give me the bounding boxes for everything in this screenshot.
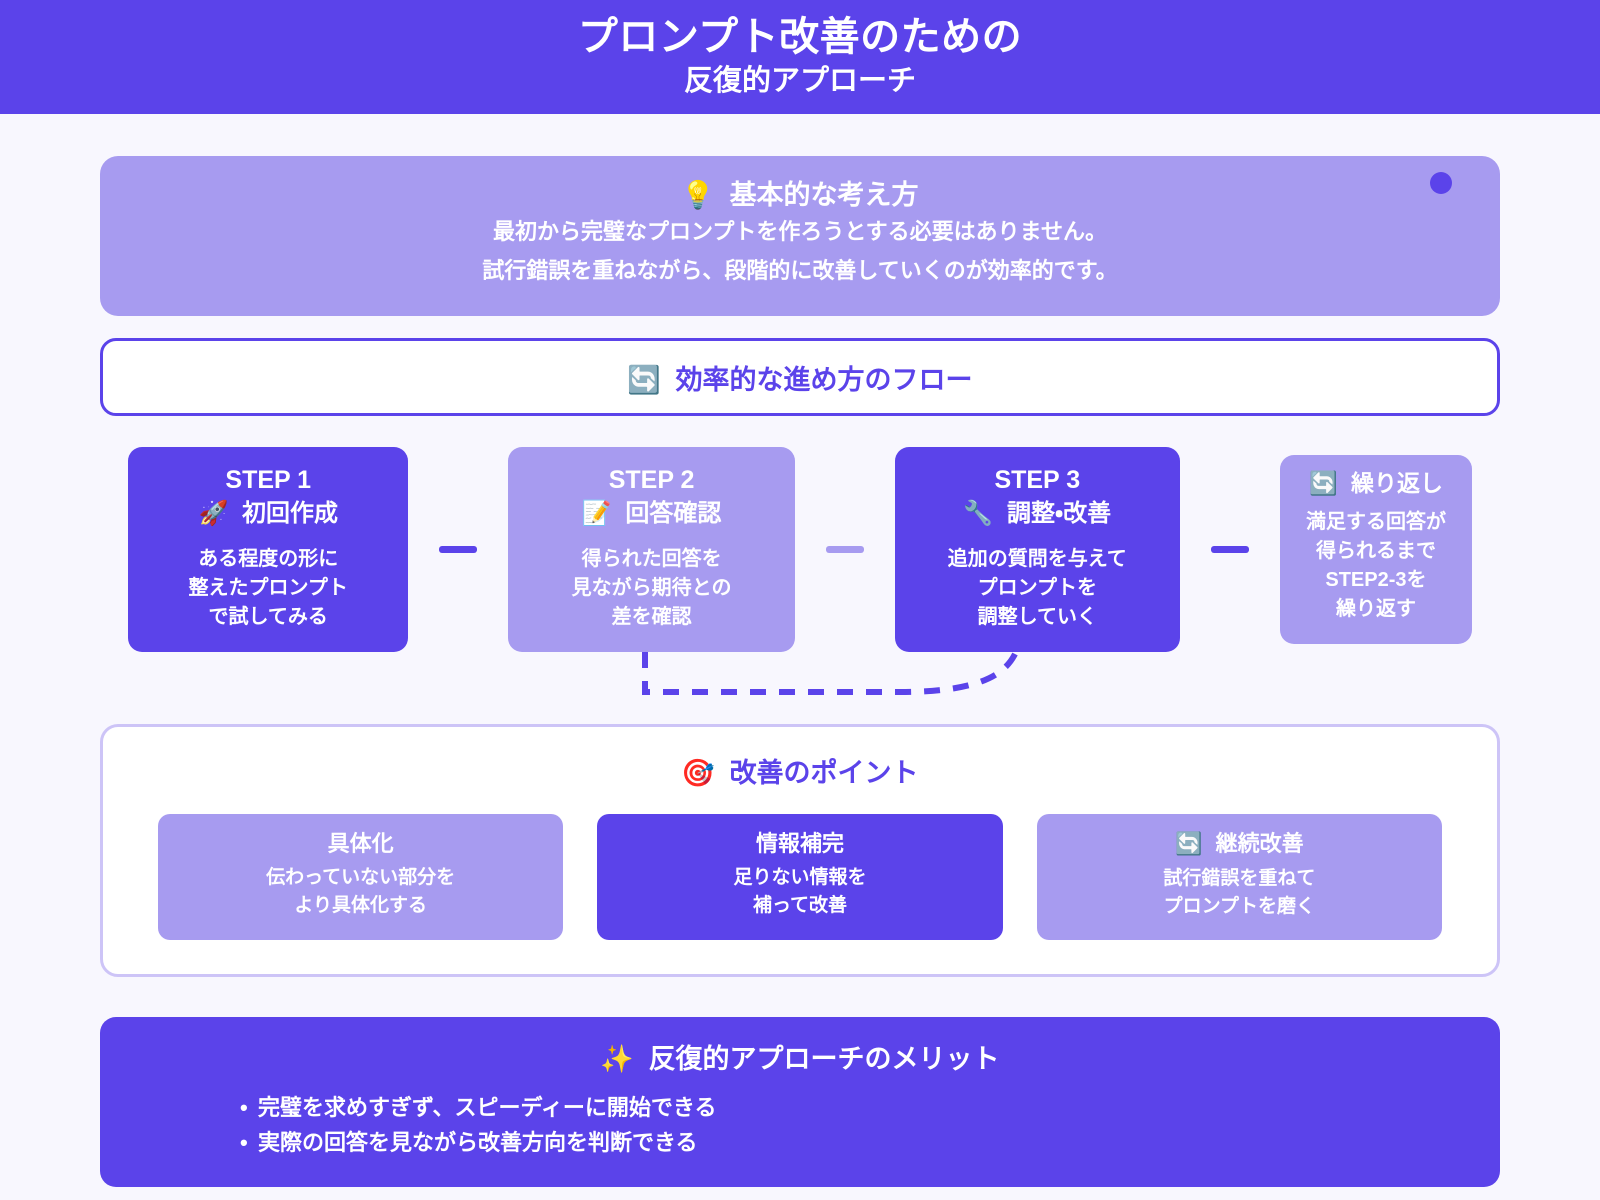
merits-title-row: ✨ 反復的アプローチのメリット — [130, 1037, 1470, 1076]
step-3-desc-line-1: 追加の質問を与えて — [947, 547, 1127, 570]
memo-icon: 📝 — [581, 499, 612, 528]
points-title: 改善のポイント — [729, 757, 919, 788]
step-1-desc-line-1: ある程度の形に — [198, 547, 339, 570]
step-2-desc-line-3: 差を確認 — [611, 605, 692, 628]
step-2-number: STEP 2 — [608, 466, 695, 495]
step-3-number: STEP 3 — [994, 466, 1081, 495]
decorative-dot — [1430, 172, 1452, 194]
point-3-name-row: 🔄 継続改善 — [1047, 830, 1432, 860]
repeat-desc-line-3: STEP2-3を — [1325, 568, 1427, 591]
concept-card: 💡 基本的な考え方 最初から完璧なプロンプトを作ろうとする必要はありません。 試… — [100, 156, 1500, 317]
step-1-desc-line-2: 整えたプロンプト — [188, 576, 348, 599]
refresh-cycle-icon: 🔄 — [1308, 470, 1338, 497]
step-2-desc-line-1: 得られた回答を — [581, 547, 722, 570]
point-2-desc: 足りない情報を 補って改善 — [607, 864, 992, 919]
step-2-desc-line-2: 見ながら期待との — [571, 576, 732, 599]
merit-item-1: 完璧を求めすぎず、スピーディーに開始できる — [240, 1090, 1470, 1125]
point-3-desc-line-2: プロンプトを磨く — [1163, 895, 1316, 917]
flow-header-title-row: 🔄 効率的な進め方のフロー — [627, 358, 972, 397]
concept-line-1: 最初から完璧なプロンプトを作ろうとする必要はありません。 — [492, 219, 1108, 245]
point-3-name: 継続改善 — [1215, 830, 1304, 856]
page-header: プロンプト改善のための 反復的アプローチ — [0, 0, 1600, 114]
point-1-desc: 伝わっていない部分を より具体化する — [168, 864, 553, 919]
step-card-2[interactable]: STEP 2 📝 回答確認 得られた回答を 見ながら期待との 差を確認 — [508, 447, 795, 652]
point-1-desc-line-2: より具体化する — [294, 894, 427, 916]
sparkles-icon: ✨ — [600, 1044, 635, 1076]
flow-header-card: 🔄 効率的な進め方のフロー — [100, 338, 1500, 417]
merits-section: ✨ 反復的アプローチのメリット 完璧を求めすぎず、スピーディーに開始できる 実際… — [100, 1017, 1500, 1187]
point-3-desc: 試行錯誤を重ねて プロンプトを磨く — [1047, 865, 1432, 920]
repeat-desc-line-4: 繰り返す — [1335, 597, 1416, 620]
feedback-loop-arrow — [642, 651, 1018, 695]
point-2-name: 情報補完 — [755, 830, 844, 856]
points-section: 🎯 改善のポイント 具体化 伝わっていない部分を より具体化する 情報補完 足り… — [100, 723, 1500, 978]
repeat-card[interactable]: 🔄 繰り返し 満足する回答が 得られるまで STEP2-3を 繰り返す — [1279, 454, 1472, 644]
repeat-title: 繰り返し — [1350, 469, 1443, 496]
page-title: プロンプト改善のための — [577, 14, 1023, 59]
feedback-loop-wrap — [100, 651, 1500, 708]
step-2-name: 回答確認 — [625, 500, 722, 528]
concept-title-row: 💡 基本的な考え方 — [130, 178, 1470, 213]
step-card-3[interactable]: STEP 3 🔧 調整・改善 追加の質問を与えて プロンプトを 調整していく — [894, 447, 1180, 652]
step-3-desc: 追加の質問を与えて プロンプトを 調整していく — [905, 545, 1170, 632]
wrench-icon: 🔧 — [963, 499, 994, 528]
lightbulb-icon: 💡 — [681, 180, 716, 211]
step-1-desc: ある程度の形に 整えたプロンプト で試してみる — [138, 545, 398, 632]
steps-row: STEP 1 🚀 初回作成 ある程度の形に 整えたプロンプト で試してみる ST… — [100, 447, 1500, 652]
concept-title: 基本的な考え方 — [729, 180, 919, 210]
step-3-desc-line-2: プロンプトを — [977, 576, 1097, 599]
step-card-1[interactable]: STEP 1 🚀 初回作成 ある程度の形に 整えたプロンプト で試してみる — [128, 447, 409, 652]
repeat-desc: 満足する回答が 得られるまで STEP2-3を 繰り返す — [1290, 508, 1462, 624]
points-row: 具体化 伝わっていない部分を より具体化する 情報補完 足りない情報を 補って改… — [158, 813, 1442, 941]
repeat-title-row: 🔄 繰り返し — [1290, 469, 1462, 500]
points-title-row: 🎯 改善のポイント — [158, 751, 1442, 790]
point-card-1[interactable]: 具体化 伝わっていない部分を より具体化する — [158, 813, 564, 941]
repeat-desc-line-2: 得られるまで — [1315, 539, 1436, 562]
connector-1-2 — [439, 545, 478, 553]
step-3-name: 調整・改善 — [1006, 500, 1112, 528]
connector-3-repeat — [1210, 545, 1249, 553]
flow-header-title: 効率的な進め方のフロー — [675, 364, 973, 395]
target-icon: 🎯 — [681, 757, 716, 789]
step-1-name: 初回作成 — [242, 500, 339, 528]
point-1-name: 具体化 — [327, 830, 394, 856]
merit-item-2: 実際の回答を見ながら改善方向を判断できる — [240, 1125, 1470, 1160]
point-card-2[interactable]: 情報補完 足りない情報を 補って改善 — [597, 813, 1003, 941]
rocket-icon: 🚀 — [198, 499, 229, 528]
merits-title: 反復的アプローチのメリット — [648, 1044, 1000, 1075]
connector-2-3 — [825, 545, 864, 553]
concept-line-2: 試行錯誤を重ねながら、段階的に改善していくのが効率的です。 — [482, 257, 1118, 283]
point-3-desc-line-1: 試行錯誤を重ねて — [1163, 868, 1316, 890]
point-card-3[interactable]: 🔄 継続改善 試行錯誤を重ねて プロンプトを磨く — [1036, 813, 1442, 941]
point-2-desc-line-2: 補って改善 — [752, 894, 848, 916]
step-2-name-row: 📝 回答確認 — [518, 498, 784, 529]
page-body: 💡 基本的な考え方 最初から完璧なプロンプトを作ろうとする必要はありません。 試… — [0, 156, 1600, 1200]
point-1-desc-line-1: 伝わっていない部分を — [266, 867, 456, 889]
point-2-desc-line-1: 足りない情報を — [733, 867, 867, 889]
step-3-name-row: 🔧 調整・改善 — [905, 498, 1170, 529]
refresh-cycle-icon: 🔄 — [1175, 831, 1203, 857]
step-1-number: STEP 1 — [225, 466, 312, 495]
repeat-desc-line-1: 満足する回答が — [1305, 510, 1446, 533]
step-3-desc-line-3: 調整していく — [977, 605, 1097, 628]
page-subtitle: 反復的アプローチ — [683, 65, 916, 98]
merits-list: 完璧を求めすぎず、スピーディーに開始できる 実際の回答を見ながら改善方向を判断で… — [130, 1090, 1470, 1161]
step-2-desc: 得られた回答を 見ながら期待との 差を確認 — [518, 545, 784, 632]
step-1-name-row: 🚀 初回作成 — [138, 498, 398, 529]
refresh-cycle-icon: 🔄 — [627, 364, 662, 396]
step-1-desc-line-3: で試してみる — [208, 605, 328, 628]
